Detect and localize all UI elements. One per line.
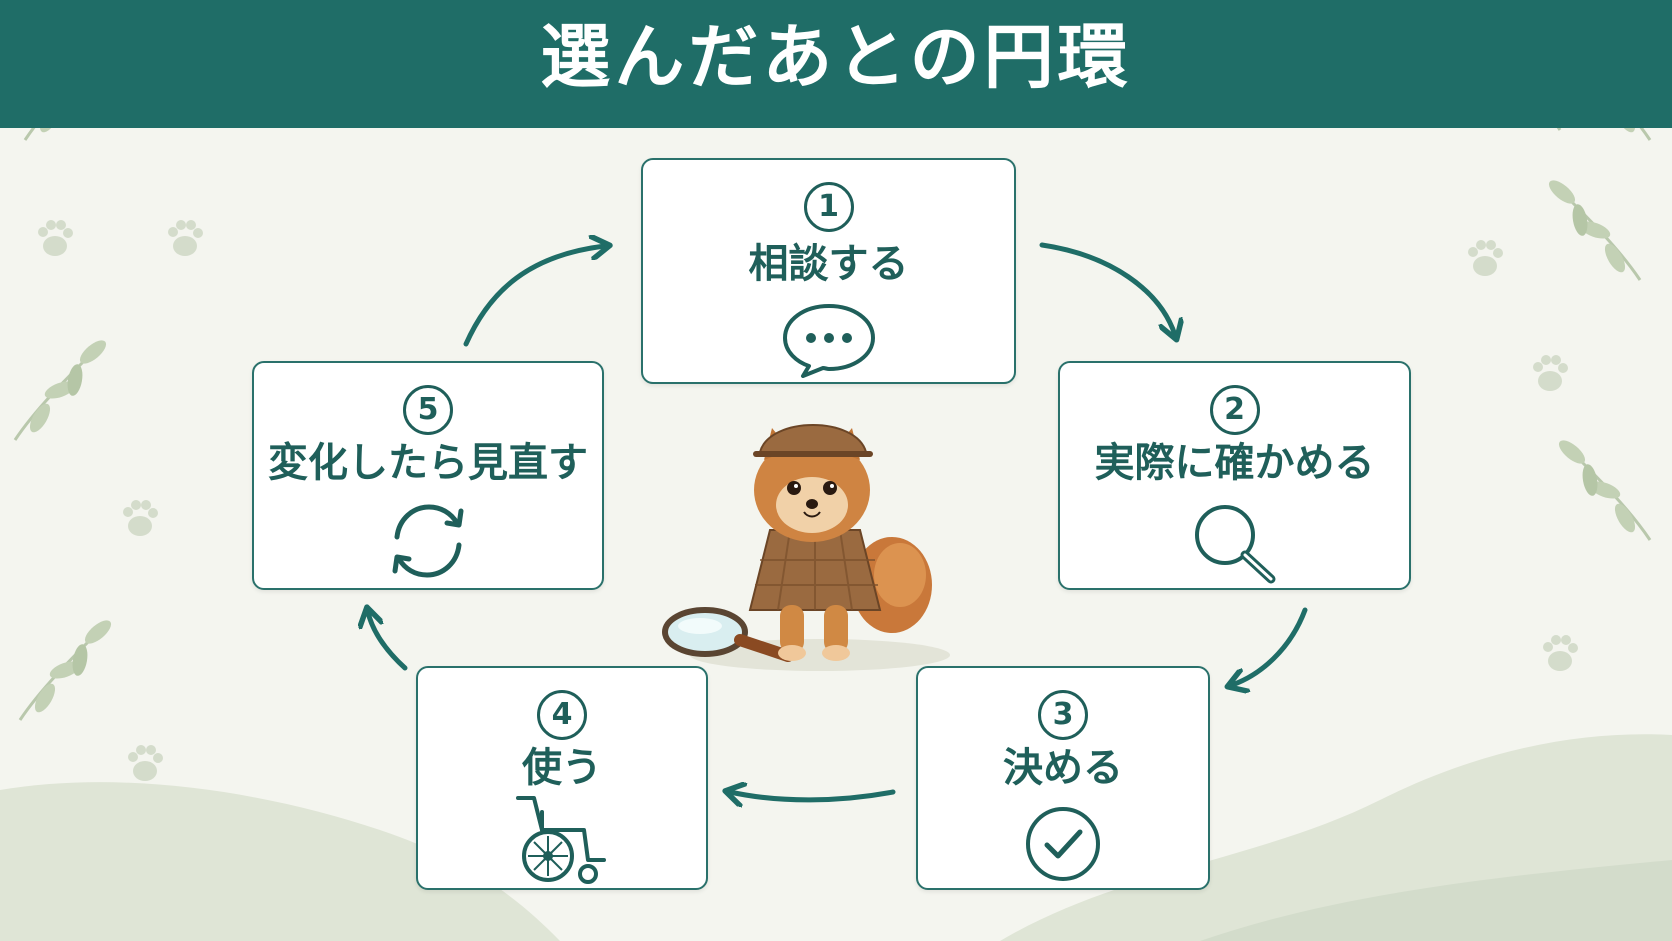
check-circle-icon xyxy=(1023,804,1103,888)
refresh-icon xyxy=(383,499,473,587)
step-number-3: 3 xyxy=(1038,690,1088,740)
step-card-1: 1 相談する xyxy=(641,158,1016,384)
step-label-5: 変化したら見直す xyxy=(268,440,588,486)
step-card-3: 3 決める xyxy=(916,666,1210,890)
magnifier-icon xyxy=(1187,499,1283,589)
speech-bubble-icon xyxy=(779,300,879,382)
step-card-5: 5 変化したら見直す xyxy=(252,361,604,590)
arrow-3-to-4 xyxy=(730,792,896,800)
step-number-2: 2 xyxy=(1209,385,1260,435)
arrow-5-to-1 xyxy=(463,246,605,347)
step-number-1: 1 xyxy=(803,182,854,232)
arrow-1-to-2 xyxy=(1039,242,1175,335)
header-bar xyxy=(0,0,1672,128)
wheelchair-icon xyxy=(512,790,612,890)
step-card-4: 4 使う xyxy=(416,666,708,890)
arrow-2-to-3 xyxy=(1232,607,1308,685)
step-label-1: 相談する xyxy=(748,241,909,287)
arrow-4-to-5 xyxy=(368,612,408,671)
step-label-4: 使う xyxy=(522,745,602,791)
step-number-5: 5 xyxy=(403,385,453,435)
detective-dog-illustration xyxy=(662,424,950,671)
step-label-3: 決める xyxy=(1003,745,1123,791)
step-number-4: 4 xyxy=(537,690,587,740)
magnifying-glass-icon xyxy=(662,607,794,662)
step-label-2: 実際に確かめる xyxy=(1094,440,1375,486)
page-title: 選んだあとの円環 xyxy=(540,16,1132,98)
step-card-2: 2 実際に確かめる xyxy=(1058,361,1411,590)
